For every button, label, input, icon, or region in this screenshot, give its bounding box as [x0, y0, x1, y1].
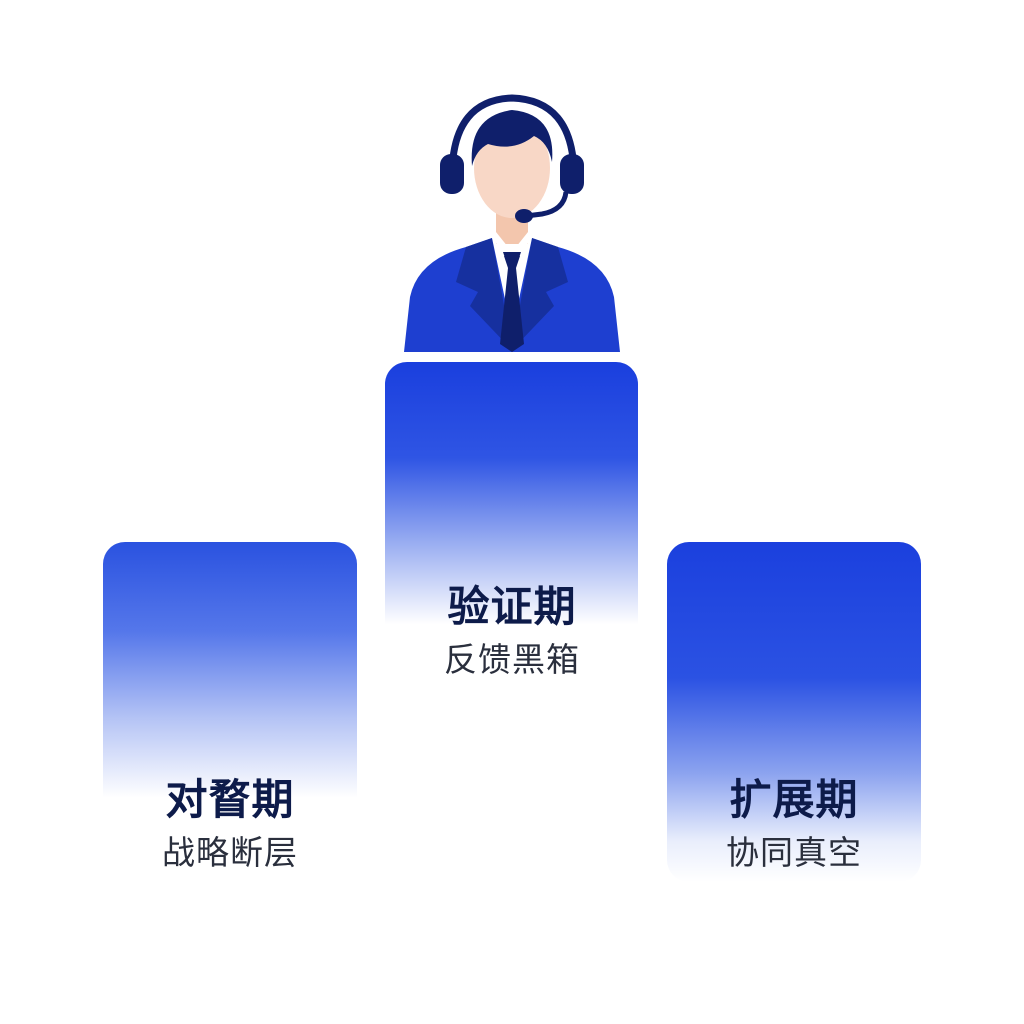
- customer-service-agent-icon: [396, 92, 628, 354]
- stage-title-right: 扩展期: [729, 775, 859, 824]
- stage-subtitle-right: 协同真空: [726, 833, 862, 872]
- podium-card-right: [667, 542, 921, 882]
- stage-title-left: 对瞀期: [165, 775, 295, 824]
- stage-subtitle-left: 战略断层: [162, 833, 298, 872]
- stage-title-middle: 验证期: [447, 582, 577, 631]
- podium-card-left: [103, 542, 357, 862]
- podium-card-middle: [385, 362, 638, 682]
- stage-subtitle-middle: 反馈黑箱: [444, 640, 580, 679]
